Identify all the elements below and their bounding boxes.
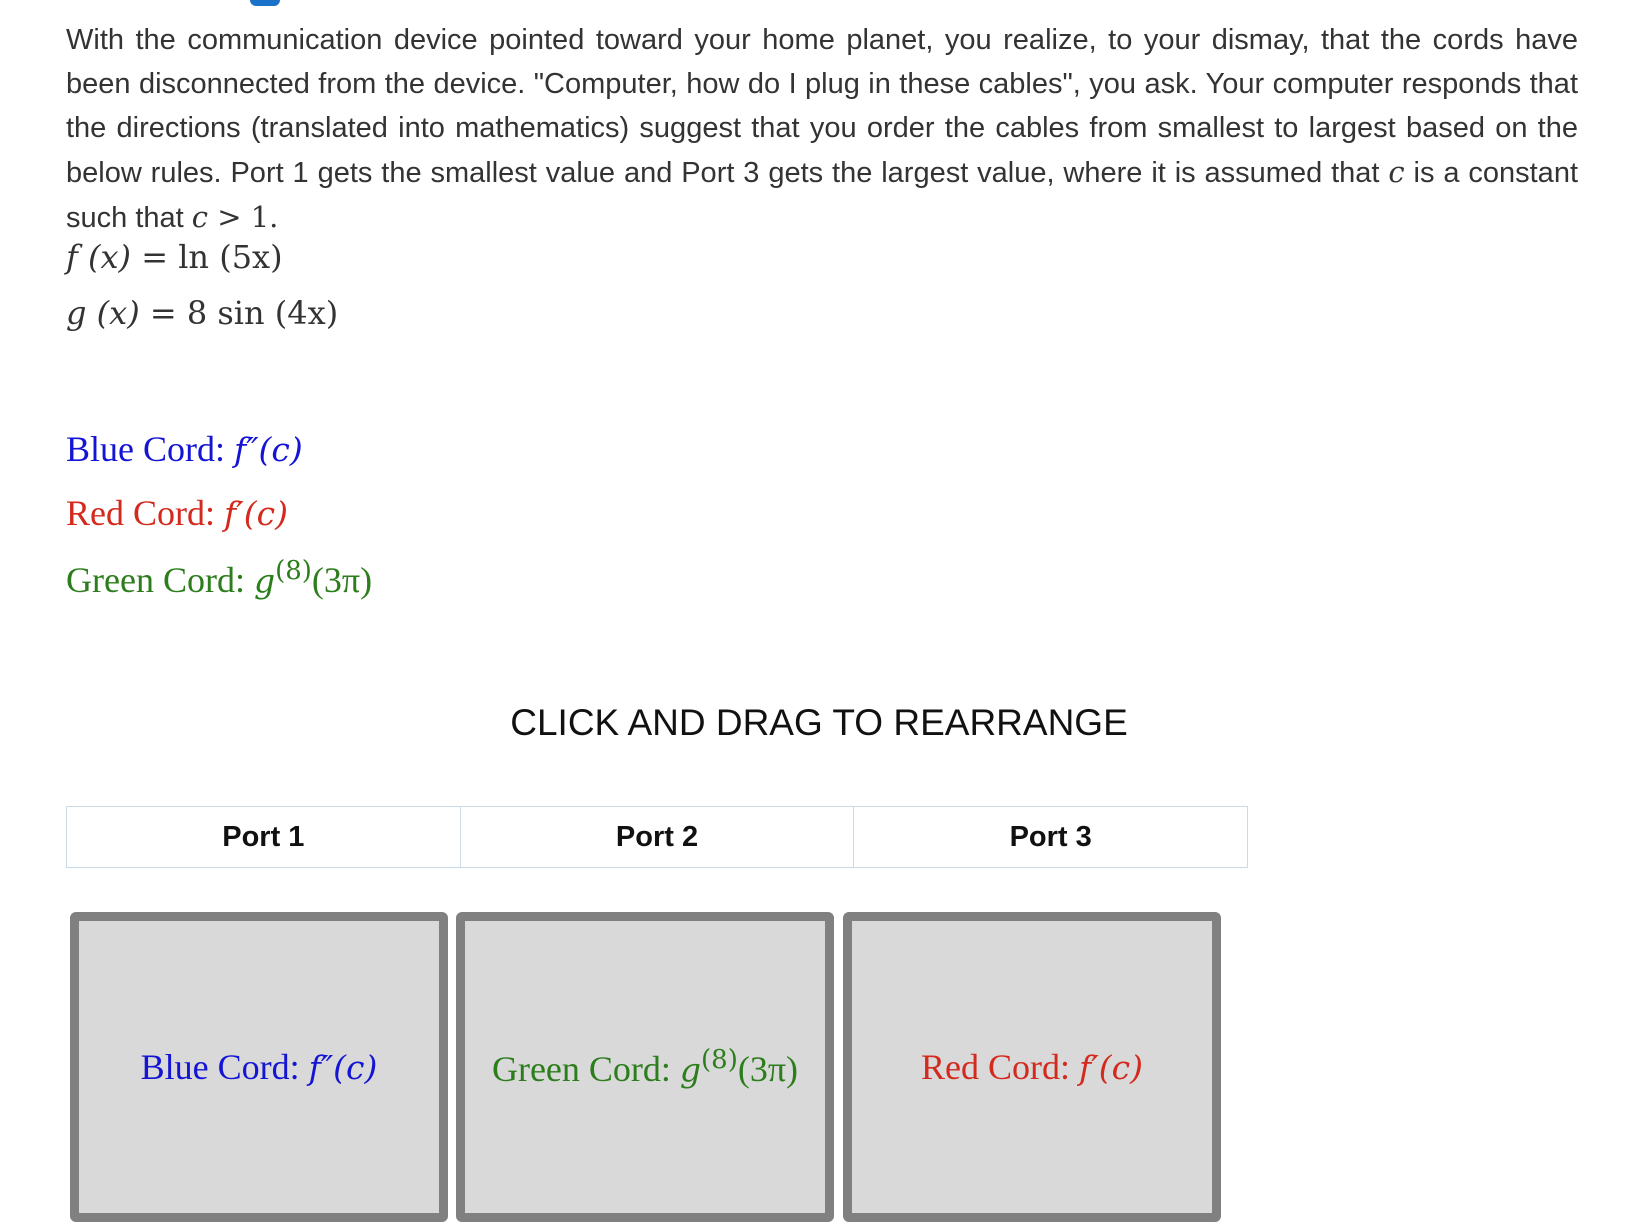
slot-2-cord: Green Cord: g(8)(3π) — [492, 1045, 798, 1090]
blue-cord-label: Blue Cord: — [66, 429, 234, 469]
intro-text-1: With the communication device pointed to… — [66, 24, 1578, 189]
intro-text-2: is a constant such that — [66, 157, 1578, 234]
slot-2-order: (8) — [701, 1044, 738, 1075]
g-rhs: = 8 sin (4x) — [149, 294, 339, 332]
red-cord-definition: Red Cord: f′(c) — [66, 492, 288, 534]
green-cord-order: (8) — [275, 556, 312, 586]
slot-3-cord: Red Cord: f′(c) — [921, 1046, 1143, 1088]
green-cord-label: Green Cord: — [66, 560, 254, 600]
slot-1-label: Blue Cord: — [140, 1047, 309, 1087]
green-cord-base: g — [253, 561, 276, 600]
problem-text: With the communication device pointed to… — [66, 18, 1578, 240]
slot-1-expr: f″(c) — [308, 1048, 378, 1087]
slot-2-arg: (3π) — [737, 1048, 799, 1089]
f-definition: f (x) = ln (5x) — [66, 238, 283, 276]
inequality-var: c — [191, 200, 208, 234]
port-3-header: Port 3 — [1009, 820, 1092, 853]
red-cord-expr: f′(c) — [224, 494, 288, 533]
blue-cord-expr: f″(c) — [234, 430, 303, 469]
blue-cord-definition: Blue Cord: f″(c) — [66, 428, 303, 470]
draggable-cord-slot-1[interactable]: Blue Cord: f″(c) — [70, 912, 448, 1222]
inequality-rest: > 1. — [208, 200, 279, 234]
drag-instruction: CLICK AND DRAG TO REARRANGE — [510, 702, 1128, 743]
green-cord-definition: Green Cord: g(8)(3π) — [66, 556, 372, 601]
slot-2-label: Green Cord: — [491, 1048, 680, 1089]
red-cord-label: Red Cord: — [66, 493, 224, 533]
f-lhs: f (x) — [66, 238, 132, 276]
draggable-cord-slot-3[interactable]: Red Cord: f′(c) — [843, 912, 1221, 1222]
green-cord-arg: (3π) — [311, 560, 373, 600]
port-header-row: Port 1 Port 2 Port 3 — [66, 806, 1248, 868]
port-2-header: Port 2 — [461, 807, 855, 867]
header-accent — [250, 0, 280, 6]
var-c: c — [1388, 155, 1405, 189]
port-1-header: Port 1 — [67, 807, 461, 867]
g-lhs: g (x) — [66, 294, 140, 332]
slot-3-expr: f′(c) — [1079, 1048, 1143, 1087]
draggable-cord-slot-2[interactable]: Green Cord: g(8)(3π) — [456, 912, 834, 1222]
slot-2-base: g — [679, 1049, 702, 1089]
slot-1-cord: Blue Cord: f″(c) — [141, 1046, 378, 1088]
f-rhs: = ln (5x) — [141, 238, 283, 276]
slot-3-label: Red Cord: — [921, 1047, 1080, 1087]
g-definition: g (x) = 8 sin (4x) — [66, 294, 338, 332]
